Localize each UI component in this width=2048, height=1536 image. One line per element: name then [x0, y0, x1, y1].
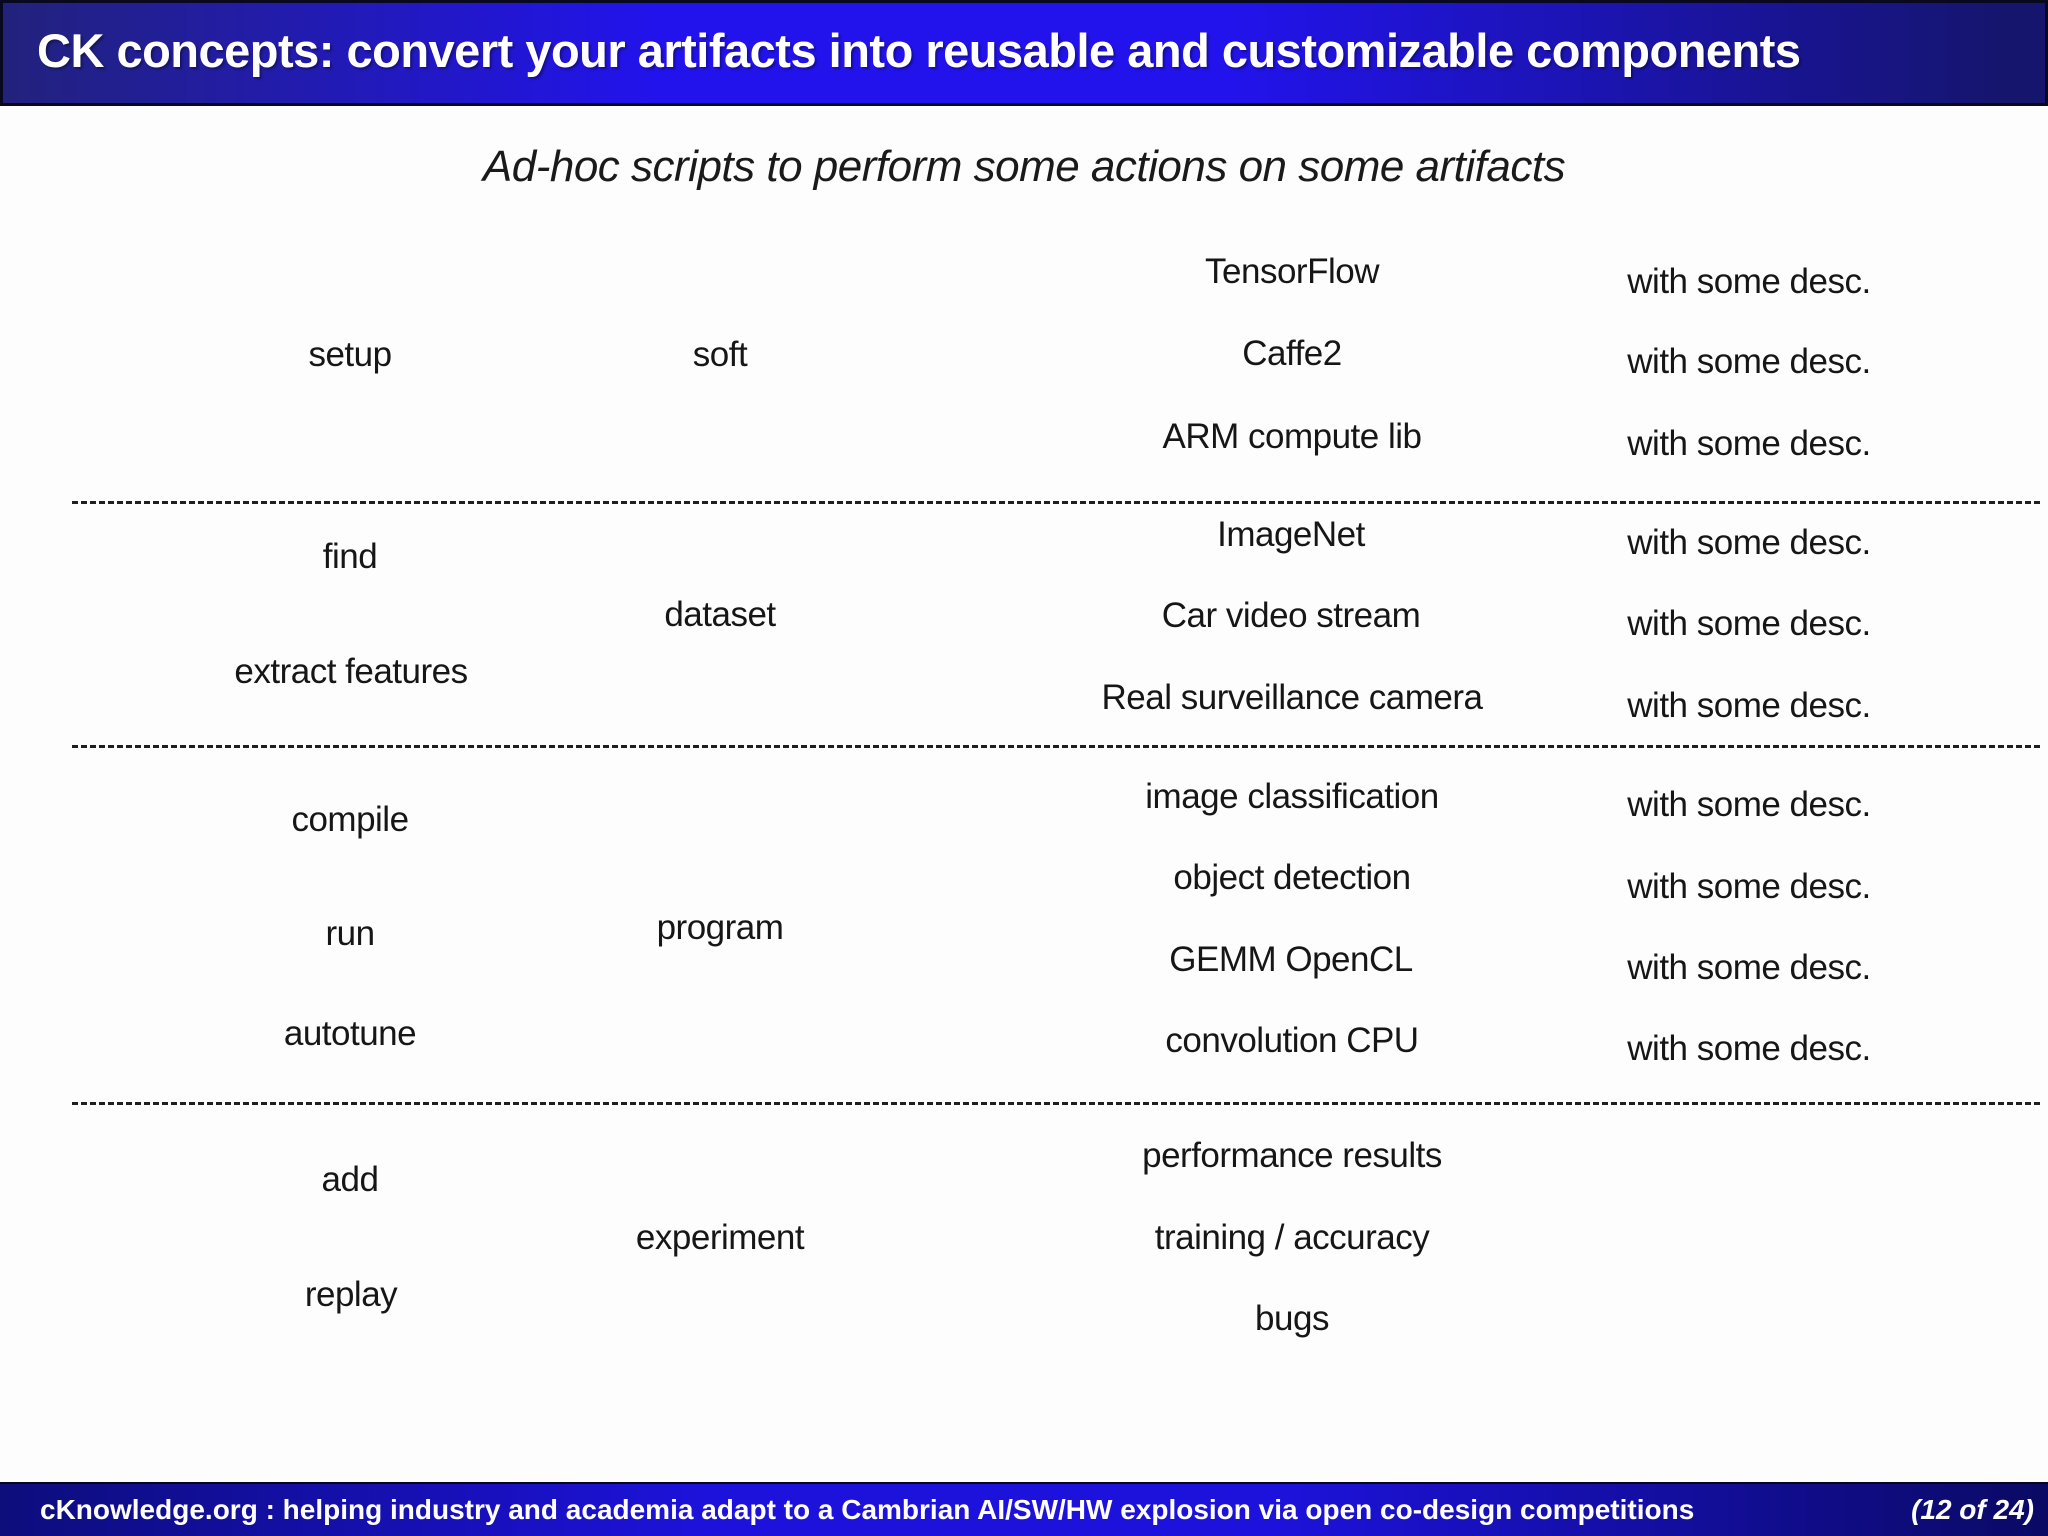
item-real-surveillance-camera: Real surveillance camera — [1101, 678, 1483, 717]
type-soft: soft — [692, 335, 748, 374]
action-extract-features: extract features — [234, 652, 468, 691]
section-divider — [72, 501, 2040, 504]
item-desc: with some desc. — [1627, 948, 1871, 987]
slide-header-bar: CK concepts: convert your artifacts into… — [0, 0, 2048, 106]
type-experiment: experiment — [635, 1218, 805, 1257]
type-program: program — [656, 908, 784, 947]
action-run: run — [325, 914, 375, 953]
item-desc: with some desc. — [1627, 785, 1871, 824]
item-training-accuracy: training / accuracy — [1154, 1218, 1430, 1257]
item-arm-compute-lib: ARM compute lib — [1162, 417, 1422, 456]
item-desc: with some desc. — [1627, 604, 1871, 643]
item-desc: with some desc. — [1627, 262, 1871, 301]
item-desc: with some desc. — [1627, 424, 1871, 463]
action-compile: compile — [291, 800, 409, 839]
item-caffe2: Caffe2 — [1242, 334, 1342, 373]
action-replay: replay — [304, 1275, 398, 1314]
footer-branding-text: cKnowledge.org : helping industry and ac… — [40, 1494, 1695, 1525]
item-tensorflow: TensorFlow — [1205, 252, 1379, 291]
action-autotune: autotune — [283, 1014, 417, 1053]
item-desc: with some desc. — [1627, 523, 1871, 562]
item-image-classification: image classification — [1145, 777, 1439, 816]
page-title: CK concepts: convert your artifacts into… — [37, 23, 1801, 77]
item-desc: with some desc. — [1627, 867, 1871, 906]
item-desc: with some desc. — [1627, 342, 1871, 381]
item-car-video-stream: Car video stream — [1161, 596, 1421, 635]
slide-subtitle: Ad-hoc scripts to perform some actions o… — [482, 142, 1566, 191]
item-imagenet: ImageNet — [1217, 515, 1365, 554]
action-find: find — [322, 537, 378, 576]
type-dataset: dataset — [664, 595, 776, 634]
item-desc: with some desc. — [1627, 686, 1871, 725]
action-setup: setup — [308, 335, 392, 374]
action-add: add — [321, 1160, 379, 1199]
item-object-detection: object detection — [1173, 858, 1411, 897]
section-divider — [72, 1102, 2040, 1105]
item-desc: with some desc. — [1627, 1029, 1871, 1068]
item-performance-results: performance results — [1142, 1136, 1442, 1175]
item-bugs: bugs — [1255, 1299, 1329, 1338]
item-gemm-opencl: GEMM OpenCL — [1169, 940, 1413, 979]
item-convolution-cpu: convolution CPU — [1165, 1021, 1419, 1060]
section-divider — [72, 745, 2040, 748]
slide-page-number: (12 of 24) — [1911, 1494, 2034, 1525]
slide-footer-bar: cKnowledge.org : helping industry and ac… — [0, 1482, 2048, 1536]
